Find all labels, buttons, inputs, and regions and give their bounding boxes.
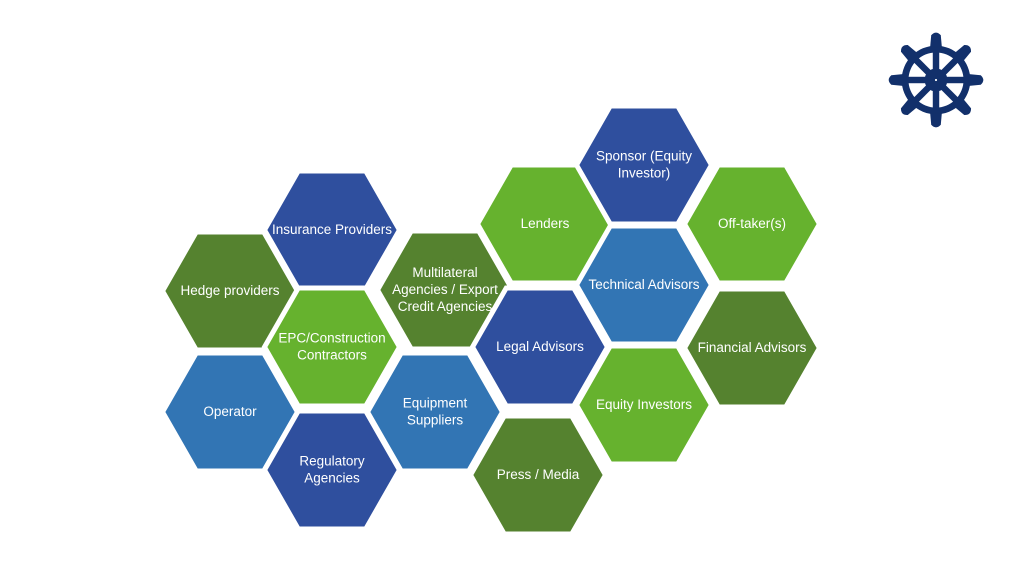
hex-shape-epc-construction-contractors[interactable] xyxy=(261,285,403,409)
hex-shape-off-takers[interactable] xyxy=(681,162,823,286)
wheel-spoke xyxy=(903,76,935,84)
wheel-handle xyxy=(969,74,984,86)
wheel-spoke xyxy=(910,78,938,106)
hex-cell-off-takers[interactable]: Off-taker(s) xyxy=(681,162,823,286)
wheel-spoke xyxy=(910,54,938,82)
hex-shape-equity-investors[interactable] xyxy=(573,343,715,467)
hex-shape-press-media[interactable] xyxy=(467,413,609,537)
wheel-handle xyxy=(888,74,903,86)
wheel-spoke xyxy=(932,47,940,79)
wheel-spoke xyxy=(937,76,969,84)
wheel-spoke xyxy=(932,81,940,113)
wheel-spoke xyxy=(934,78,962,106)
hex-shape-financial-advisors[interactable] xyxy=(681,286,823,410)
hex-shape-equipment-suppliers[interactable] xyxy=(364,350,506,474)
wheel-handle xyxy=(900,44,917,61)
wheel-handle xyxy=(900,99,917,116)
wheel-spoke xyxy=(934,54,962,82)
ship-wheel-icon xyxy=(888,32,984,128)
wheel-handle xyxy=(930,32,942,47)
wheel-handle xyxy=(955,44,972,61)
ship-wheel-logo xyxy=(884,28,988,132)
wheel-handle xyxy=(955,99,972,116)
wheel-handle xyxy=(930,113,942,128)
